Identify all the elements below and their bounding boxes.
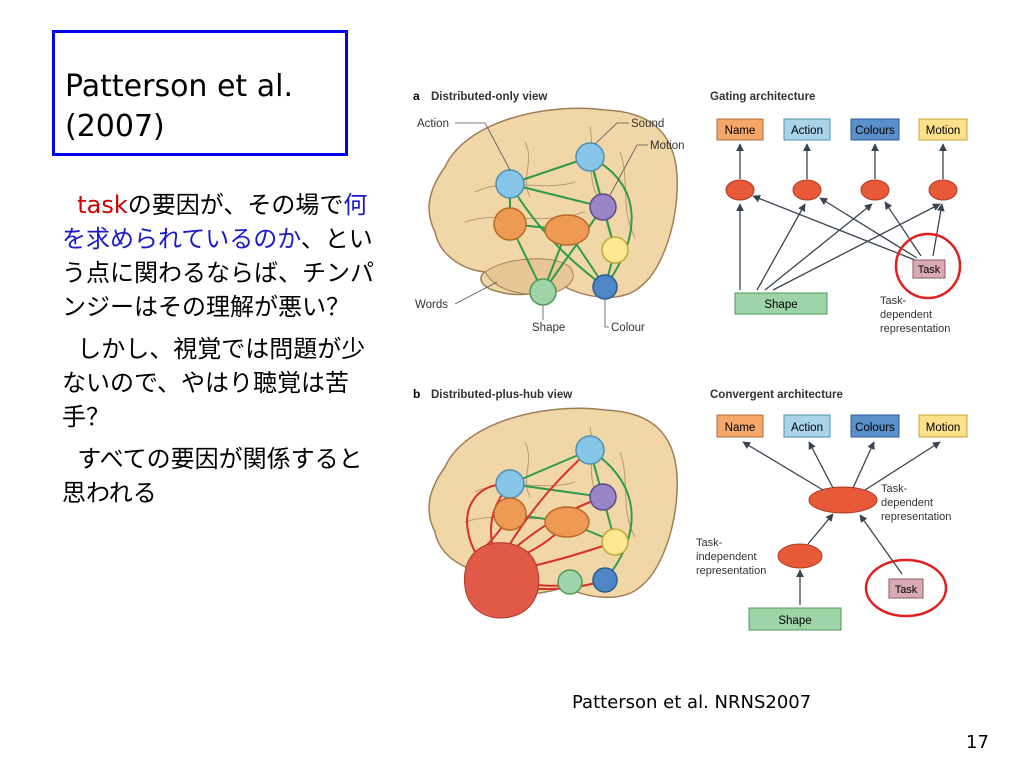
convergent-task-box [888,578,924,599]
gating-task-dependent-label: Task- dependent representation [880,295,950,335]
svg-text:Task-: Task- [880,295,907,307]
svg-text:dependent: dependent [881,497,933,509]
convergent-motion-box [918,414,968,438]
label-shape: Shape [532,322,565,334]
svg-text:Colours: Colours [855,125,895,137]
label-sound: Sound [631,118,664,130]
brain-a [428,107,678,306]
brain-a-labels: Action Sound Motion Words Shape Colour [415,118,685,334]
svg-text:representation: representation [881,511,951,523]
gating-task-highlight [894,232,962,300]
convergent-title: Convergent architecture [710,389,843,401]
svg-text:Motion: Motion [926,125,961,137]
gating-action-box [783,118,831,141]
title-line-2: (2007) [65,109,165,144]
paragraph-1-part-2: の要因が、その場で [127,191,344,219]
gating-name-box [716,118,764,141]
paragraph-3: すべての要因が関係すると思われる [62,442,380,510]
task-keyword: task [77,191,128,219]
convergent-task-label: Task [895,584,918,596]
node-sound-a [575,142,605,172]
node-center-a [544,214,590,246]
convergent-outputs: Name Action Colours Motion [716,414,968,438]
node-action-a [495,169,525,199]
node-motion-a [589,193,617,221]
label-action: Action [417,118,449,130]
node-yellow-a [601,236,629,264]
node-action-b [495,469,525,499]
highlight-phrase: 何を求められているのか [62,191,368,253]
label-colour: Colour [611,322,645,334]
node-words-a [493,207,527,241]
gating-colours-box [850,118,900,141]
svg-text:Name: Name [725,422,756,434]
convergent-independent-node [777,543,823,569]
panel-b-label: b [413,387,420,401]
gating-task-label: Task [918,264,941,276]
node-colour-b [592,567,618,593]
gating-shape-label: Shape [764,299,797,311]
svg-text:representation: representation [880,323,950,335]
svg-text:Colours: Colours [855,422,895,434]
convergent-hub-label: Task- dependent representation [881,483,951,523]
label-words: Words [415,299,448,311]
svg-text:Action: Action [791,422,823,434]
gating-motion-box [918,118,968,141]
convergent-shape-box [748,607,842,631]
paragraph-1: taskの要因が、その場で何を求められているのか、という点に関わるならば、チンパ… [62,188,380,324]
paragraph-1-part-4: 、という点に関わるならば、チンパンジーはその理解が悪い？ [62,225,374,321]
gating-shape-box [734,292,828,315]
node-shape-a [529,278,557,306]
panel-b-title: Distributed-plus-hub view [431,389,572,401]
page-number: 17 [966,732,989,753]
brain-b-hub [464,542,540,619]
node-shape-b [557,569,583,595]
svg-text:Task-: Task- [881,483,908,495]
node-center-b [544,506,590,538]
convergent-hub-node [808,486,878,514]
paragraph-2: しかし、視覚では問題が少ないので、やはり聴覚は苦手？ [62,332,380,434]
node-sound-b [575,435,605,465]
convergent-task-highlight [864,558,948,618]
convergent-shape-label: Shape [778,615,811,627]
node-colour-a [592,274,618,300]
svg-text:Motion: Motion [926,422,961,434]
node-yellow-b [601,528,629,556]
label-motion: Motion [650,140,685,152]
panel-a-title: Distributed-only view [431,91,547,103]
node-motion-b [589,483,617,511]
body-text: taskの要因が、その場で何を求められているのか、という点に関わるならば、チンパ… [62,188,380,518]
convergent-colours-box [850,414,900,438]
convergent-action-box [783,414,831,438]
svg-text:Task-: Task- [696,537,723,549]
gating-title: Gating architecture [710,91,815,103]
convergent-name-box [716,414,764,438]
svg-text:independent: independent [696,551,757,563]
gating-task-box [912,259,946,279]
node-words-b [493,497,527,531]
patterson-figure: a Distributed-only view [413,89,968,631]
svg-text:dependent: dependent [880,309,932,321]
paragraph-2-text: しかし、視覚では問題が少ないので、やはり聴覚は苦手？ [62,335,366,431]
panel-a-label: a [413,89,420,103]
paragraph-3-text: すべての要因が関係すると思われる [62,445,363,507]
gating-hidden-nodes [725,179,958,201]
svg-text:representation: representation [696,565,766,577]
convergent-arrows [742,441,941,605]
convergent-independent-label: Task- independent representation [696,537,766,577]
brain-b [428,407,678,619]
gating-outputs: Name Action Colours Motion [716,118,968,141]
title-box: Patterson et al. (2007) [52,30,348,156]
svg-text:Name: Name [725,125,756,137]
title-line-1: Patterson et al. [65,69,293,104]
figure-caption: Patterson et al. NRNS2007 [572,692,812,713]
slide-title: Patterson et al. (2007) [65,67,293,147]
svg-text:Action: Action [791,125,823,137]
